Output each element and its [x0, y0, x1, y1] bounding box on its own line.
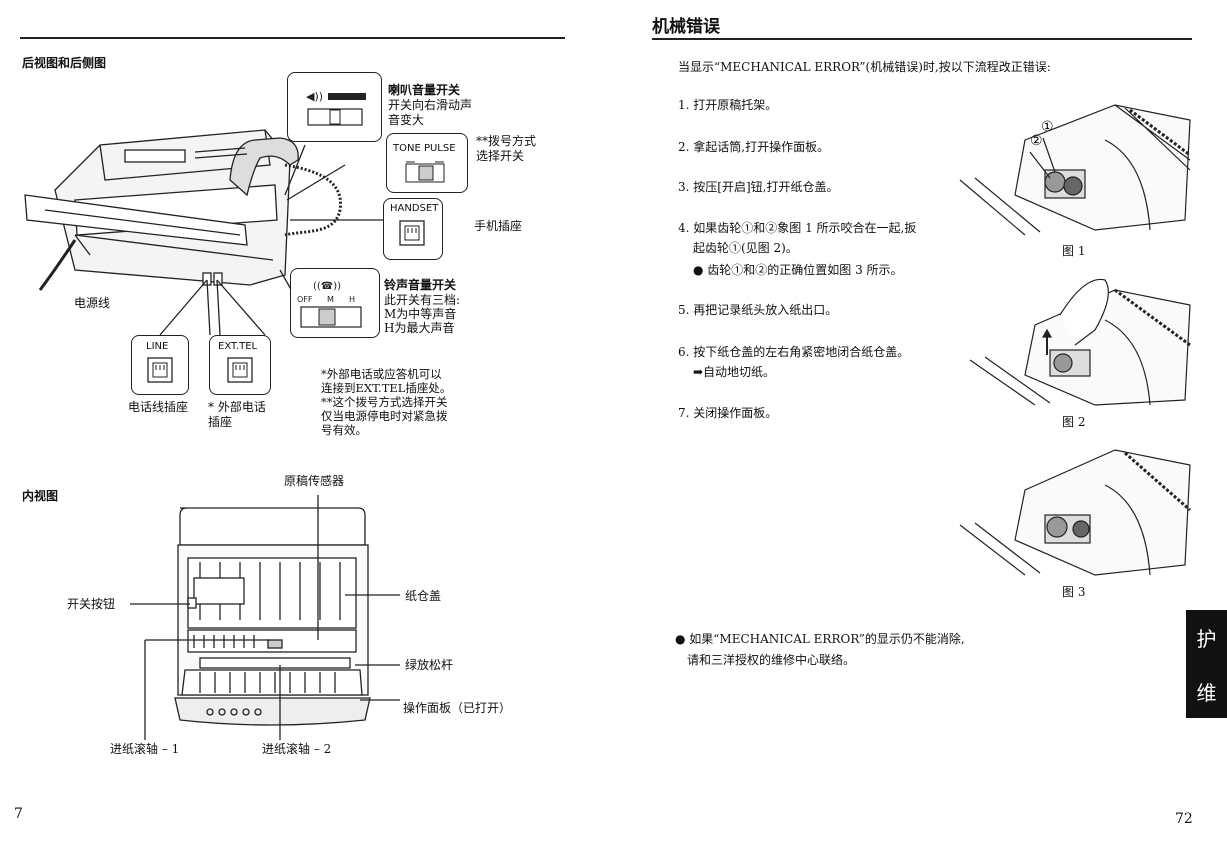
step-7: 7. 关闭操作面板。 [678, 406, 778, 420]
gear-2-label: ② [1030, 133, 1043, 149]
footer-note-2: 请和三洋授权的维修中心联络。 [687, 653, 856, 667]
header-rule [20, 37, 565, 39]
speaker-volume-title: 喇叭音量开关 [388, 83, 461, 97]
ringer-m-label: M [327, 295, 334, 304]
paper-cover-label: 纸仓盖 [405, 589, 442, 603]
figure-2-caption: 图 2 [1062, 415, 1086, 429]
speaker-volume-desc2: 音变大 [388, 113, 425, 127]
page-number-right: 72 [1175, 811, 1193, 827]
line-jack-desc: 电话线插座 [128, 400, 189, 414]
ringer-volume-desc3: H为最大声音 [384, 321, 455, 335]
step-5: 5. 再把记录纸头放入纸出口。 [678, 303, 838, 317]
ringer-h-label: H [349, 295, 355, 304]
step-2: 2. 拿起话筒,打开操作面板。 [678, 140, 830, 154]
step-4: 4. 如果齿轮①和②象图 1 所示咬合在一起,扳 [678, 221, 917, 235]
maintenance-side-tab: 护 维 [1186, 610, 1227, 718]
note-line-2: 连接到EXT.TEL插座处。 [321, 381, 452, 395]
tone-pulse-desc1: **拨号方式 [476, 134, 537, 148]
handset-jack-desc: 手机插座 [474, 219, 523, 233]
ext-tel-jack-box: EXT.TEL [209, 335, 271, 395]
green-lever-label: 绿放松杆 [405, 658, 454, 672]
power-button-label: 开关按钮 [67, 597, 116, 611]
note-line-5: 号有效。 [321, 423, 367, 437]
tab-char-2: 维 [1196, 680, 1217, 705]
svg-text:((☎)): ((☎)) [313, 281, 341, 292]
section-title-rear-view: 后视图和后侧图 [22, 56, 107, 70]
inner-view-illustration [130, 495, 400, 740]
tone-pulse-desc2: 选择开关 [476, 149, 525, 163]
page-title: 机械错误 [652, 17, 720, 37]
speaker-volume-desc1: 开关向右滑动声 [388, 98, 473, 112]
svg-text:◀)): ◀)) [306, 90, 323, 103]
speaker-volume-box: ◀)) [287, 72, 382, 142]
ringer-volume-title: 铃声音量开关 [384, 278, 457, 292]
line-label: LINE [146, 341, 169, 352]
ringer-volume-box: ((☎)) OFF M H [290, 268, 380, 338]
note-line-1: *外部电话或应答机可以 [321, 367, 442, 381]
note-line-3: **这个拨号方式选择开关 [321, 395, 448, 409]
left-page: 后视图和后侧图 [0, 0, 600, 859]
ext-tel-desc1: * 外部电话 [208, 400, 266, 414]
handset-label: HANDSET [390, 203, 439, 214]
tone-pulse-label: TONE PULSE [393, 143, 456, 154]
figure-3-illustration [959, 449, 1191, 576]
footer-note-1: ● 如果“MECHANICAL ERROR”的显示仍不能消除, [675, 632, 965, 646]
panel-open-label: 操作面板（已打开） [403, 701, 512, 715]
ringer-volume-desc1: 此开关有三档: [384, 293, 461, 307]
right-page: 机械错误 当显示“MECHANICAL ERROR”(机械错误)时,按以下流程改… [610, 0, 1227, 859]
ringer-volume-desc2: M为中等声音 [384, 307, 457, 321]
intro-text: 当显示“MECHANICAL ERROR”(机械错误)时,按以下流程改正错误: [678, 60, 1051, 74]
title-rule [652, 38, 1192, 40]
figure-1-caption: 图 1 [1062, 244, 1086, 258]
section-title-inner-view: 内视图 [22, 489, 59, 503]
ext-tel-desc2: 插座 [208, 415, 233, 429]
figure-3-caption: 图 3 [1062, 585, 1086, 599]
doc-sensor-label: 原稿传感器 [284, 474, 345, 488]
fax-rear-illustration [24, 129, 385, 336]
tab-char-1: 护 [1196, 626, 1217, 651]
step-4-cont: 起齿轮①(见图 2)。 [693, 241, 798, 255]
gear-1-label: ① [1041, 119, 1054, 135]
step-6-result: ➡自动地切纸。 [693, 365, 776, 379]
page-number-left: 7 [14, 806, 23, 822]
figure-1-illustration [959, 104, 1191, 236]
step-3: 3. 按压[开启]钮,打开纸仓盖。 [678, 180, 839, 194]
step-1: 1. 打开原稿托架。 [678, 98, 778, 112]
ext-tel-label: EXT.TEL [218, 341, 258, 352]
handset-jack-box: HANDSET [383, 198, 443, 260]
figure-2-illustration [969, 278, 1191, 406]
ringer-off-label: OFF [297, 295, 313, 304]
power-cord-label: 电源线 [74, 296, 111, 310]
tone-pulse-box: TONE PULSE [386, 133, 468, 193]
note-line-4: 仅当电源停电时对紧急拨 [321, 409, 448, 423]
line-jack-box: LINE [131, 335, 189, 395]
roller1-label: 进纸滚轴 – 1 [110, 742, 180, 756]
roller2-label: 进纸滚轴 – 2 [262, 742, 332, 756]
step-4-bullet: ● 齿轮①和②的正确位置如图 3 所示。 [693, 263, 903, 277]
step-6: 6. 按下纸仓盖的左右角紧密地闭合纸仓盖。 [678, 345, 910, 359]
